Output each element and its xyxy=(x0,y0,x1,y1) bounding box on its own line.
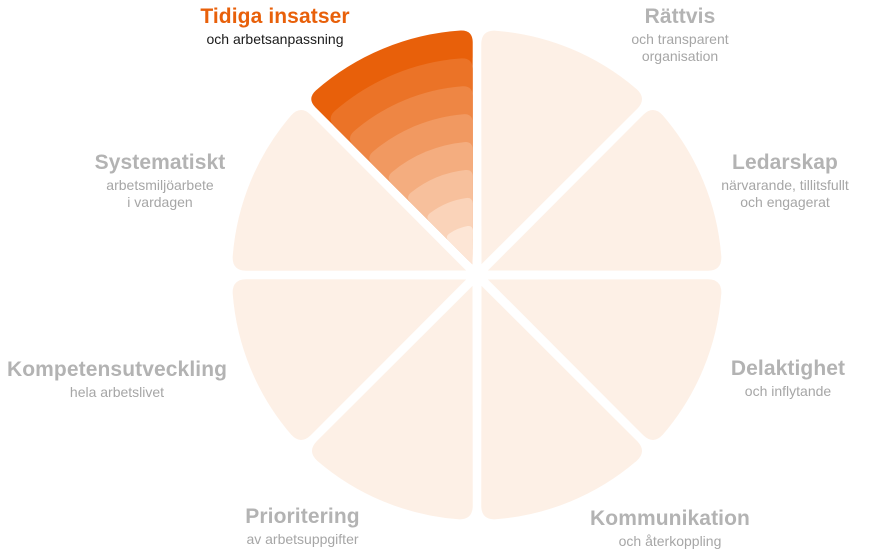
segment-tidiga[interactable] xyxy=(311,30,473,265)
label-delaktighet[interactable]: Delaktighet och inflytande xyxy=(720,356,856,400)
segment-subtitle: närvarande, tillitsfullt och engagerat xyxy=(721,177,849,210)
segment-subtitle: och återkoppling xyxy=(618,533,722,550)
label-systematiskt[interactable]: Systematiskt arbetsmiljöarbete i vardage… xyxy=(80,150,240,211)
segment-title: Delaktighet xyxy=(730,357,846,380)
segment-subtitle: och inflytande xyxy=(744,383,832,400)
segment-shape xyxy=(232,109,467,271)
segment-delaktighet[interactable] xyxy=(487,279,722,441)
segment-subtitle: av arbetsuppgifter xyxy=(246,531,359,548)
segment-title: Tidiga insatser xyxy=(200,5,350,28)
segment-title: Systematiskt xyxy=(94,151,226,174)
segment-title: Rättvis xyxy=(644,5,716,28)
label-kompetensutveckling[interactable]: Kompetensutveckling hela arbetslivet xyxy=(0,357,234,401)
segment-title: Ledarskap xyxy=(732,151,838,174)
segment-kommunikation[interactable] xyxy=(481,285,643,520)
segment-subtitle: arbetsmiljöarbete i vardagen xyxy=(106,177,214,210)
segment-title: Kommunikation xyxy=(590,507,750,530)
segment-shape xyxy=(481,285,643,520)
segment-prioritering[interactable] xyxy=(311,285,473,520)
segment-ring xyxy=(446,225,473,265)
segment-shape xyxy=(232,279,467,441)
label-prioritering[interactable]: Prioritering av arbetsuppgifter xyxy=(225,504,380,548)
segment-kompetens[interactable] xyxy=(232,279,467,441)
segment-title: Prioritering xyxy=(245,505,360,528)
label-ledarskap[interactable]: Ledarskap närvarande, tillitsfullt och e… xyxy=(715,150,855,211)
segment-subtitle: och transparent organisation xyxy=(631,31,729,64)
label-kommunikation[interactable]: Kommunikation och återkoppling xyxy=(580,506,760,550)
label-tidiga-insatser[interactable]: Tidiga insatser och arbetsanpassning xyxy=(195,4,355,48)
segment-shape xyxy=(311,285,473,520)
segment-shape xyxy=(487,279,722,441)
segment-shape xyxy=(487,109,722,271)
segment-systematiskt[interactable] xyxy=(232,109,467,271)
segment-subtitle: och arbetsanpassning xyxy=(206,31,344,48)
segment-rattvis[interactable] xyxy=(481,30,643,265)
segment-shape xyxy=(481,30,643,265)
segment-ledarskap[interactable] xyxy=(487,109,722,271)
segment-subtitle: hela arbetslivet xyxy=(69,384,165,401)
segment-title: Kompetensutveckling xyxy=(6,358,228,381)
label-rattvis[interactable]: Rättvis och transparent organisation xyxy=(590,4,770,65)
